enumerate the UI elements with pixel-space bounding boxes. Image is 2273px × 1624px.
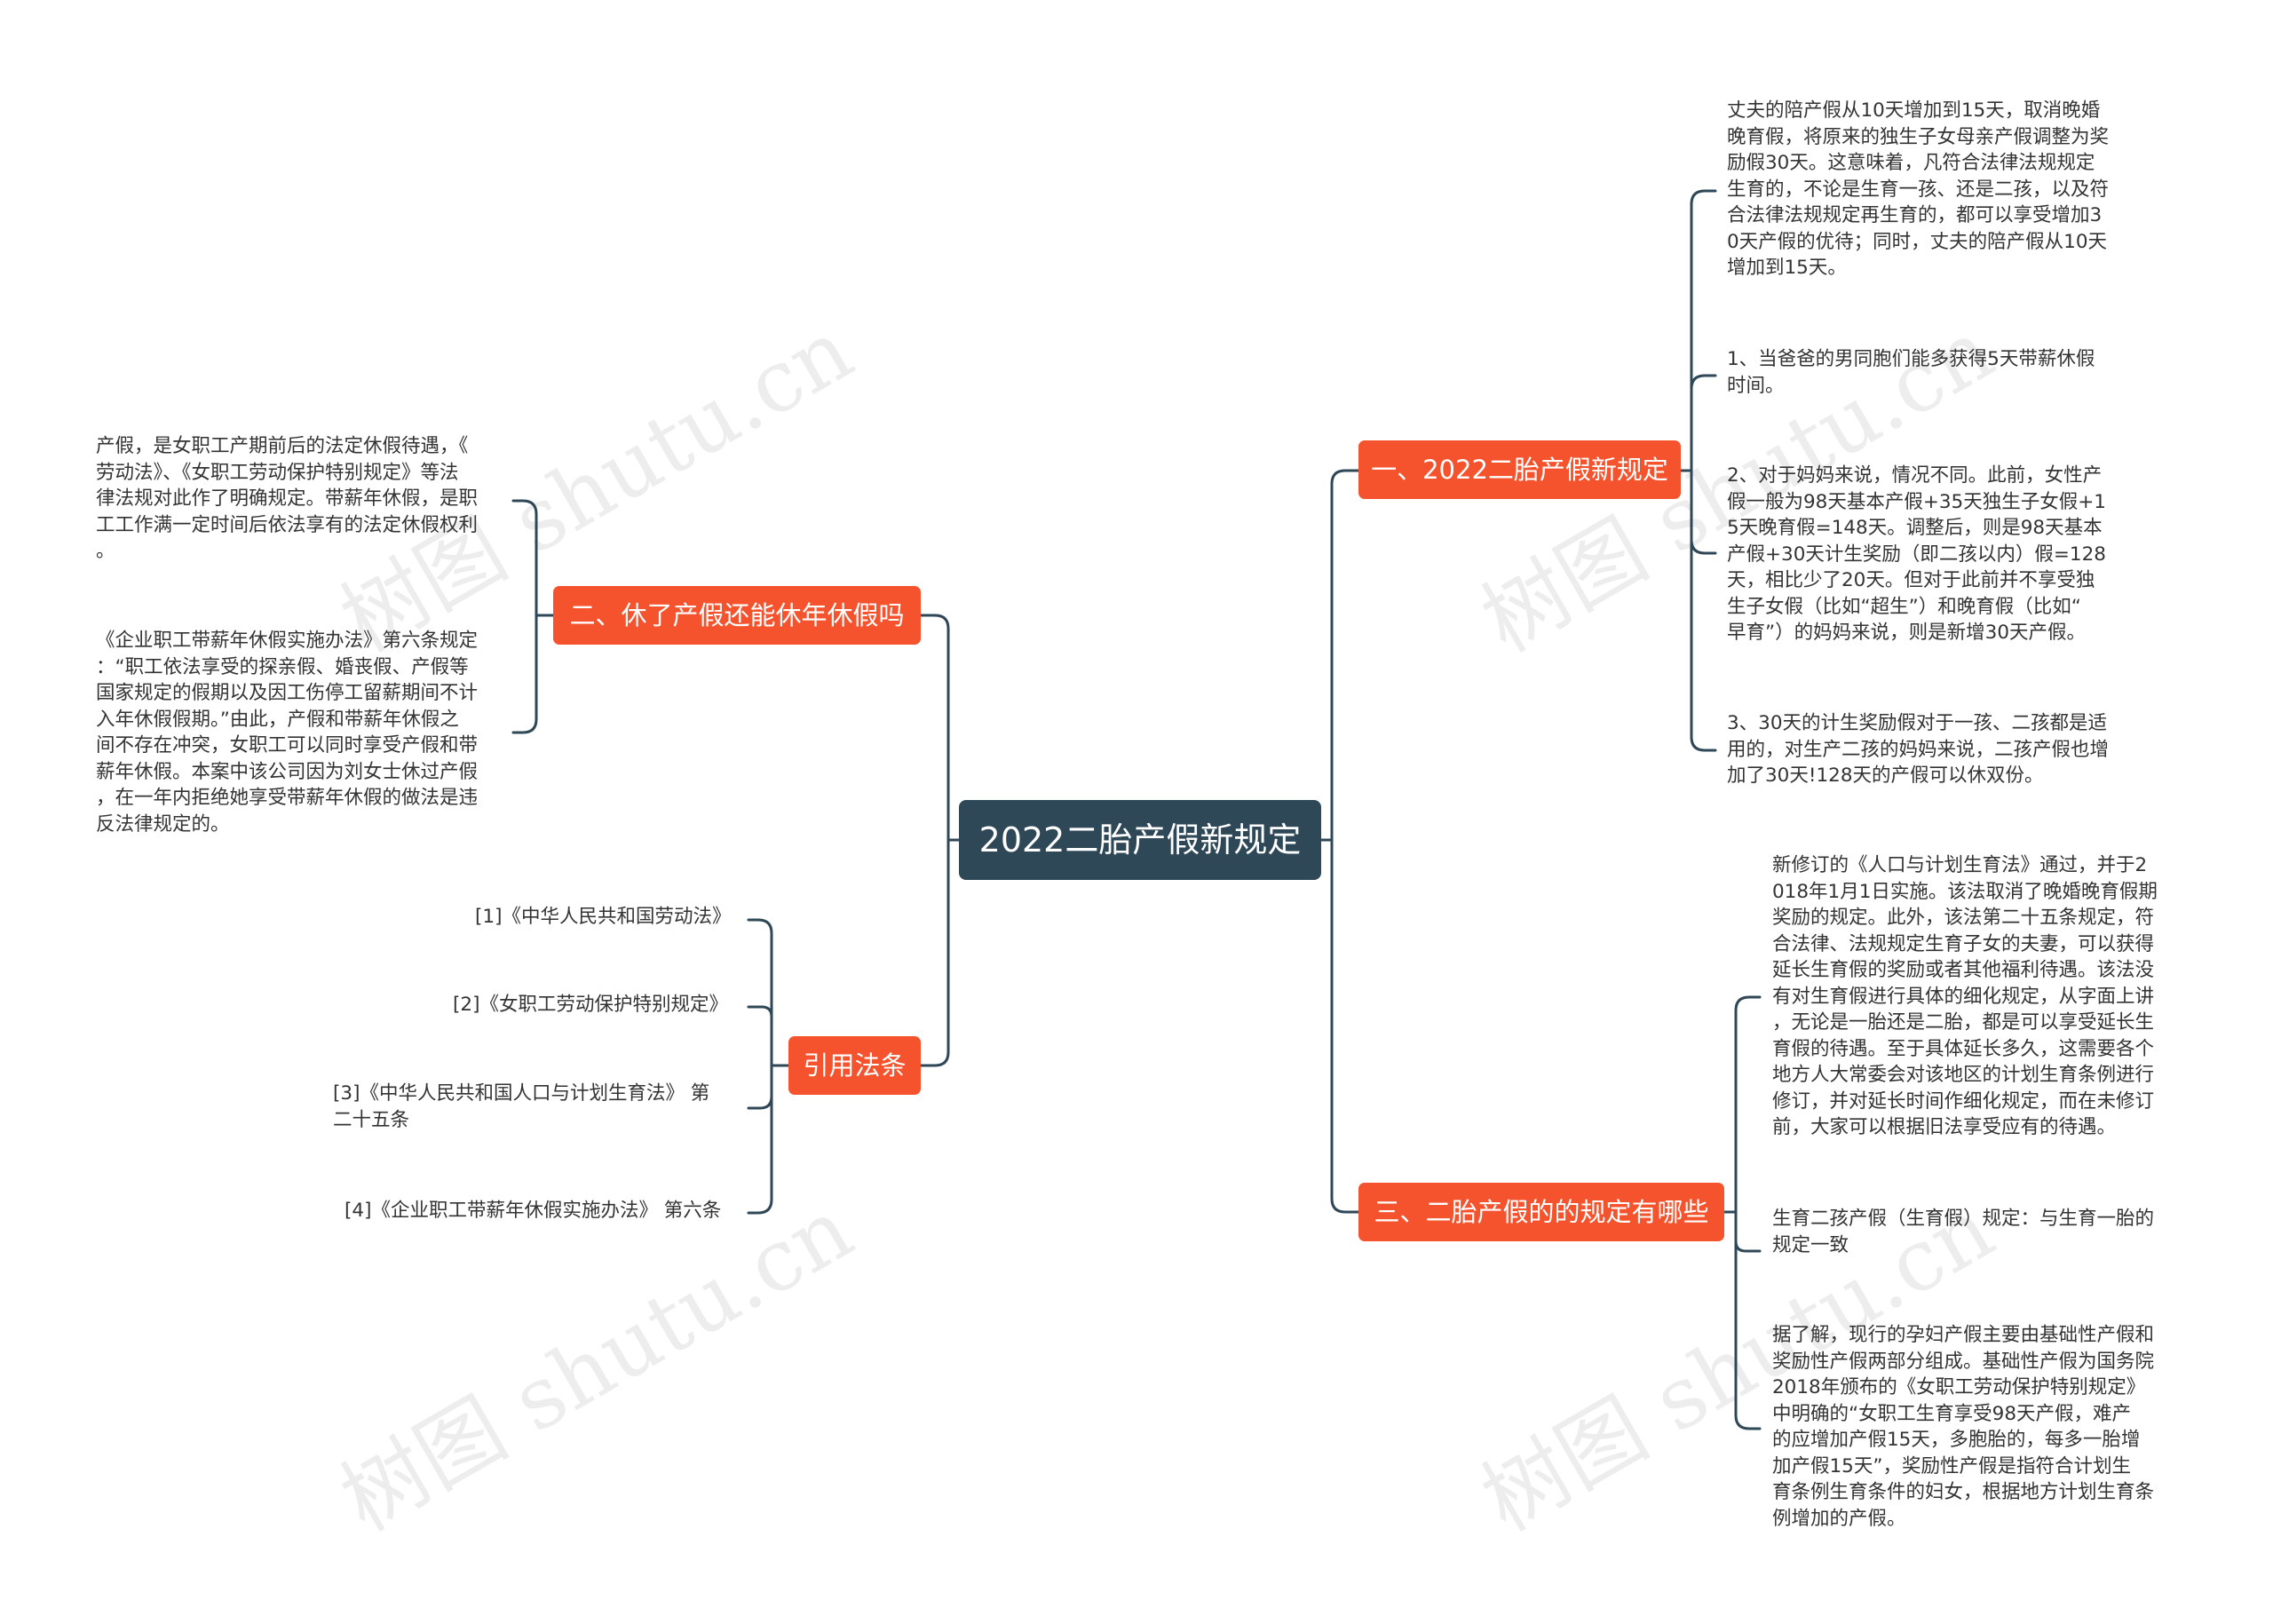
leaf-text: 产假，是女职工产期前后的法定休假待遇，《劳动法》、《女职工劳动保护特别规定》等法… bbox=[96, 435, 479, 562]
leaf-text: 据了解，现行的孕妇产假主要由基础性产假和奖励性产假两部分组成。基础性产假为国务院… bbox=[1772, 1324, 2155, 1530]
branch-annual-leave[interactable]: 二、休了产假还能休年休假吗 bbox=[553, 586, 921, 645]
leaf-text: 1、当爸爸的男同胞们能多获得5天带薪休假时间。 bbox=[1727, 348, 2095, 397]
branch-cited-laws[interactable]: 引用法条 bbox=[788, 1036, 921, 1095]
leaf-text: 丈夫的陪产假从10天增加到15天，取消晚婚晚育假，将原来的独生子女母亲产假调整为… bbox=[1727, 99, 2110, 279]
reference-item: [4]《企业职工带薪年休假实施办法》 第六条 bbox=[345, 1200, 722, 1222]
branch-new-rules-2022[interactable]: 一、2022二胎产假新规定 bbox=[1358, 440, 1681, 499]
leaf-text: 《企业职工带薪年休假实施办法》第六条规定：“职工依法享受的探亲假、婚丧假、产假等… bbox=[96, 630, 479, 836]
leaf-text: 2、对于妈妈来说，情况不同。此前，女性产假一般为98天基本产假+35天独生子女假… bbox=[1727, 464, 2106, 644]
reference-item: [1]《中华人民共和国劳动法》 bbox=[475, 906, 732, 928]
leaf-text: 3、30天的计生奖励假对于一孩、二孩都是适用的，对生产二孩的妈妈来说，二孩产假也… bbox=[1727, 712, 2110, 787]
leaf-text: 生育二孩产假（生育假）规定：与生育一胎的规定一致 bbox=[1772, 1208, 2155, 1256]
reference-item: [3]《中华人民共和国人口与计划生育法》 第二十五条 bbox=[333, 1082, 710, 1131]
branch-second-child-rules[interactable]: 三、二胎产假的的规定有哪些 bbox=[1358, 1183, 1724, 1241]
root-topic[interactable]: 2022二胎产假新规定 bbox=[959, 800, 1321, 880]
reference-item: [2]《女职工劳动保护特别规定》 bbox=[453, 994, 728, 1016]
